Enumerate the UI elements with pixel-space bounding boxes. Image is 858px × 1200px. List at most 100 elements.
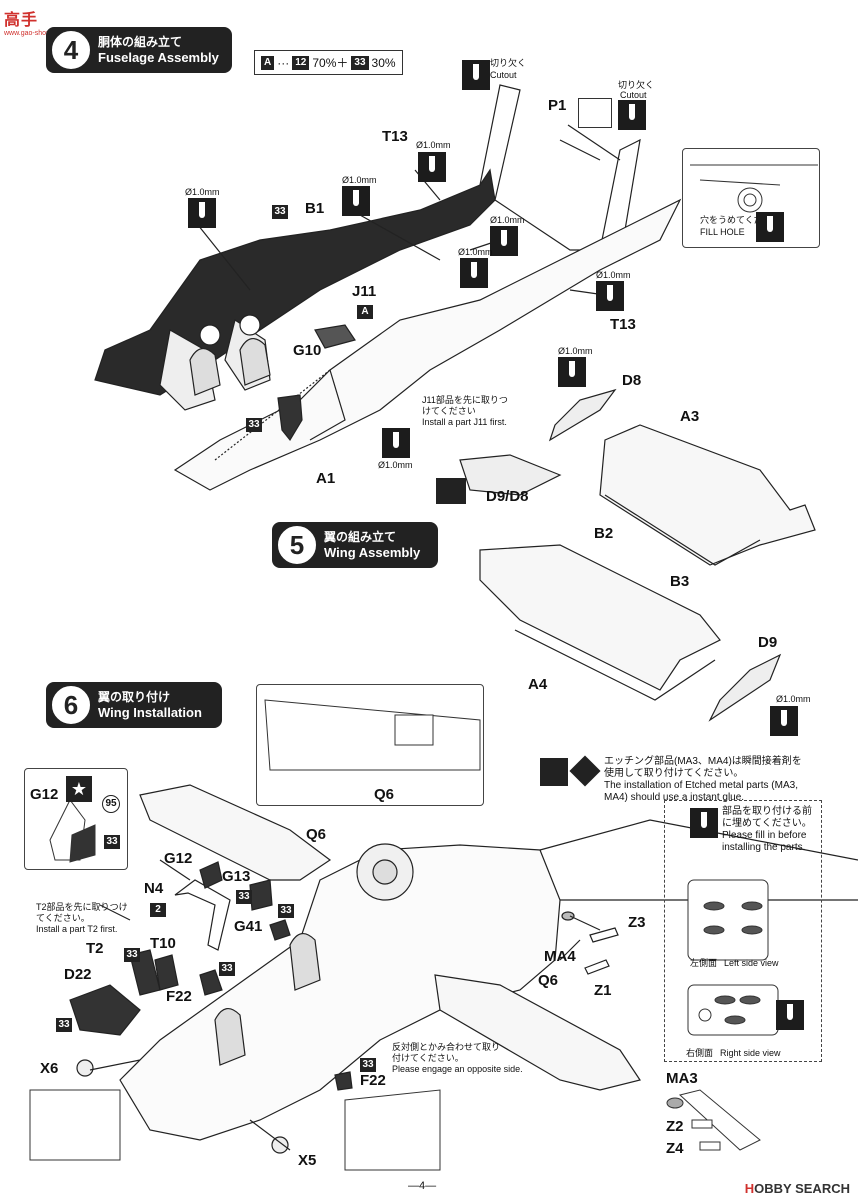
site-logo-url: www.gao-shou.com — [4, 30, 66, 37]
drill-size: Ø1.0mm — [490, 215, 525, 225]
part-label: T13 — [382, 128, 408, 145]
paint-brush-icon — [436, 478, 466, 504]
paint-badge-33: 33 — [360, 1058, 376, 1072]
fill-hole-label-jp: 穴をうめてください。 — [700, 215, 790, 225]
part-label: T13 — [610, 316, 636, 333]
site-logo-text: 高手 — [4, 12, 39, 29]
paint-badge-33: 33 — [124, 948, 140, 962]
part-label: F22 — [166, 988, 192, 1005]
part-label: J11 — [352, 283, 377, 300]
part-label: D9/D8 — [486, 488, 529, 505]
part-label: G12 — [164, 850, 193, 867]
no-glue-icon — [578, 98, 612, 128]
paint-badge-33: 33 — [246, 418, 262, 432]
drill-icon — [770, 706, 798, 736]
step-5-header: 5 翼の組み立て Wing Assembly — [272, 522, 438, 568]
paint-mix-box: A ··· 12 70%＋ 33 30% — [254, 50, 403, 75]
drill-icon — [596, 281, 624, 311]
paint-dots: ··· — [277, 55, 290, 70]
step-title-jp: 胴体の組み立て — [98, 35, 183, 49]
opposite-note-jp-2: 付けてください。 — [392, 1053, 464, 1063]
step-title-en: Wing Installation — [98, 705, 202, 720]
part-label: P1 — [548, 97, 567, 114]
paint-badge-33: 33 — [278, 904, 294, 918]
part-label: B3 — [670, 573, 690, 590]
page-number: —4— — [408, 1180, 437, 1192]
part-label: G10 — [293, 342, 322, 359]
step-4-header: 4 胴体の組み立て Fuselage Assembly — [46, 27, 232, 73]
fill-before-en-1: Please fill in before — [722, 830, 807, 841]
t2-note-en: Install a part T2 first. — [36, 924, 118, 934]
q6-detail-inset — [256, 684, 484, 806]
part-label: MA3 — [666, 1070, 698, 1087]
fill-hole-icon — [776, 1000, 804, 1030]
cutout-label-en: Cutout — [490, 70, 517, 80]
drill-size: Ø1.0mm — [378, 460, 413, 470]
etching-note-en-1: The installation of Etched metal parts (… — [604, 780, 798, 791]
etching-note-en-2: MA4) should use a instant glue. — [604, 792, 745, 803]
step-number: 6 — [52, 686, 90, 724]
fill-hole-icon — [690, 808, 718, 838]
fill-before-jp-2: に埋めてください。 — [722, 818, 812, 829]
left-side-view-jp: 左側面 — [690, 958, 718, 968]
right-side-view-jp: 右側面 — [686, 1048, 714, 1058]
part-label: X6 — [40, 1060, 59, 1077]
part-label: Q6 — [538, 972, 559, 989]
part-label: B1 — [305, 200, 325, 217]
paint-badge-2: 2 — [150, 903, 166, 917]
part-label: G13 — [222, 868, 251, 885]
part-label: T2 — [86, 940, 104, 957]
t2-note-jp-1: T2部品を先に取りつけ — [36, 902, 128, 912]
step-title-en: Fuselage Assembly — [98, 50, 219, 65]
paint-code-33: 33 — [351, 55, 369, 70]
part-label: Q6 — [374, 786, 395, 803]
drill-icon — [490, 226, 518, 256]
part-label: X5 — [298, 1152, 317, 1169]
part-label: D9 — [758, 634, 778, 651]
part-label: Z4 — [666, 1140, 684, 1157]
part-label: F22 — [360, 1072, 386, 1089]
etching-note-jp-1: エッチング部品(MA3、MA4)は瞬間接着剤を — [604, 756, 802, 767]
cutout-label-jp: 切り欠く — [490, 58, 527, 68]
paint-badge-33: 33 — [219, 962, 235, 976]
drill-icon — [188, 198, 216, 228]
star-icon: ★ — [66, 776, 92, 802]
cutout-icon — [618, 100, 646, 130]
drill-size: Ø1.0mm — [596, 270, 631, 280]
paint-badge-33: 33 — [104, 835, 120, 849]
step-number: 5 — [278, 526, 316, 564]
fill-hole-label-en: FILL HOLE — [700, 227, 745, 237]
step-6-header: 6 翼の取り付け Wing Installation — [46, 682, 222, 728]
part-label: A4 — [528, 676, 548, 693]
fill-hole-icon — [756, 212, 784, 242]
cutout-icon — [462, 60, 490, 90]
t2-note-jp-2: てください。 — [36, 913, 90, 923]
etching-note-jp-2: 使用して取り付けてください。 — [604, 768, 744, 779]
g12-detail-inset — [24, 768, 128, 870]
part-label: N4 — [144, 880, 164, 897]
part-label: A3 — [680, 408, 700, 425]
part-label: Z2 — [666, 1118, 684, 1135]
part-label: B2 — [594, 525, 614, 542]
part-label: Z3 — [628, 914, 646, 931]
paint-code-a: A — [261, 55, 275, 70]
drill-size: Ø1.0mm — [558, 346, 593, 356]
fill-before-jp-1: 部品を取り付ける前 — [722, 806, 812, 817]
instant-glue-icon — [540, 758, 568, 786]
drill-size: Ø1.0mm — [342, 175, 377, 185]
drill-icon — [558, 357, 586, 387]
part-label: D8 — [622, 372, 642, 389]
drill-icon — [342, 186, 370, 216]
drill-size: Ø1.0mm — [185, 187, 220, 197]
step-number: 4 — [52, 31, 90, 69]
paint-badge-33: 33 — [236, 890, 252, 904]
drill-icon — [460, 258, 488, 288]
drill-size: Ø1.0mm — [458, 247, 493, 257]
cutout-label-jp: 切り欠く — [618, 80, 655, 90]
paint-code-12: 12 — [292, 55, 310, 70]
drill-size: Ø1.0mm — [416, 140, 451, 150]
hobby-search-watermark: HOBBY SEARCH — [744, 1181, 850, 1196]
paint-badge-33: 33 — [56, 1018, 72, 1032]
part-label: G41 — [234, 918, 263, 935]
